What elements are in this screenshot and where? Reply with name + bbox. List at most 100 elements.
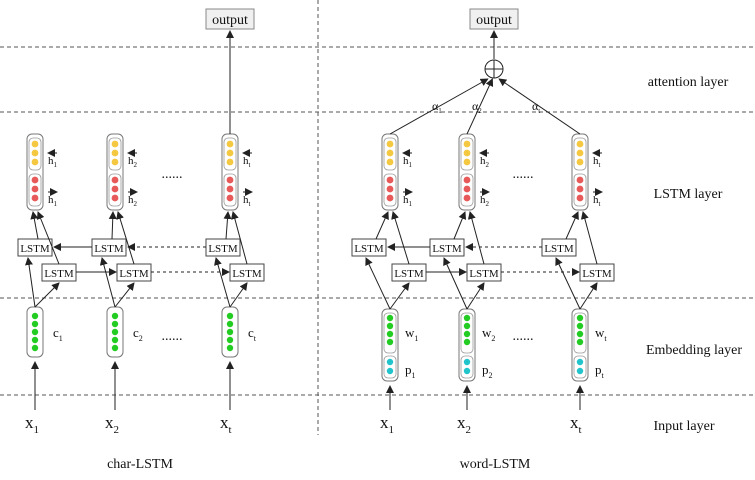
- char-col-1-backward-label: h1: [48, 155, 58, 169]
- word-col-1-backward-unit: [386, 149, 394, 157]
- char-col-2-backward-unit: [111, 158, 119, 166]
- char-col-2-forward-unit: [111, 194, 119, 202]
- word-col-3-word-unit: [576, 338, 584, 346]
- char-col-2-backward-unit: [111, 149, 119, 157]
- char-col-1-embedding-unit: [31, 336, 39, 344]
- word-col-3-forward-unit: [576, 194, 584, 202]
- word-col-3-word-label: wt: [595, 325, 607, 343]
- char-col-1-emb-to-forward: [34, 282, 60, 308]
- char-col-3-backward-to-h: [223, 211, 232, 240]
- char-col-2-forward-unit: [111, 176, 119, 184]
- section-label-char-lstm: char-LSTM: [107, 457, 173, 472]
- char-ellipsis-2: ......: [162, 329, 183, 344]
- char-col-2-backward-to-h: [108, 211, 117, 240]
- char-output-label: output: [212, 13, 248, 28]
- word-col-2-pos-unit: [463, 367, 471, 375]
- word-col-1-word-unit: [386, 314, 394, 322]
- char-col-2-embedding-label: c2: [133, 325, 143, 343]
- char-col-1-embedding-unit: [31, 328, 39, 336]
- word-col-1-word-unit: [386, 338, 394, 346]
- char-col-3-forward-unit: [226, 185, 234, 193]
- char-col-2-forward-label: h2: [128, 194, 138, 208]
- word-col-3-backward-unit: [576, 140, 584, 148]
- word-col-2-backward-unit: [463, 149, 471, 157]
- word-col-3-forward-to-h: [580, 211, 598, 265]
- char-col-3-embedding-unit: [226, 312, 234, 320]
- word-col-2-alpha-label: α2: [472, 99, 482, 115]
- word-col-1-word-unit: [386, 330, 394, 338]
- word-col-2-lstm-backward-label: LSTM: [432, 243, 462, 255]
- char-col-1-input-label: x1: [25, 413, 39, 436]
- word-col-2-word-label: w2: [482, 325, 495, 343]
- word-col-3-lstm-backward-label: LSTM: [544, 243, 574, 255]
- word-col-2-backward-to-h: [453, 211, 467, 240]
- word-col-2-attention-arrow: [466, 78, 494, 135]
- layer-label-input: Input layer: [653, 419, 714, 434]
- word-col-1-lstm-backward: [351, 238, 387, 257]
- word-col-2-word-unit: [463, 314, 471, 322]
- char-col-3-lstm-backward-label: LSTM: [208, 243, 238, 255]
- word-col-2-lstm-forward-label: LSTM: [469, 268, 499, 280]
- word-col-1-pos-label: p1: [405, 362, 416, 380]
- char-col-2-backward-unit: [111, 140, 119, 148]
- word-col-3-word-unit: [576, 314, 584, 322]
- char-col-3-embedding-unit: [226, 344, 234, 352]
- word-col-1-forward-label: h1: [403, 194, 413, 208]
- word-col-1-attention-arrow: [389, 78, 489, 135]
- char-col-2-embedding-unit: [111, 312, 119, 320]
- char-col-3-embedding-label: ct: [248, 325, 257, 343]
- char-col-3-forward-unit: [226, 194, 234, 202]
- word-output-box: [469, 8, 519, 30]
- char-output-box: [205, 8, 255, 30]
- word-col-1-forward-unit: [386, 194, 394, 202]
- word-col-1-lstm-forward-label: LSTM: [394, 268, 424, 280]
- word-col-2-forward-unit: [463, 194, 471, 202]
- word-col-3-word-unit: [576, 322, 584, 330]
- char-col-2-emb-to-backward: [99, 257, 116, 308]
- word-col-1-pos-unit: [386, 367, 394, 375]
- word-col-3-forward-label: ht: [593, 194, 601, 208]
- word-col-2-backward-label: h2: [480, 155, 490, 169]
- word-col-3-backward-unit: [576, 149, 584, 157]
- word-col-2-forward-label: h2: [480, 194, 490, 208]
- word-col-1-pos-unit: [386, 358, 394, 366]
- char-col-3-embedding-unit: [226, 328, 234, 336]
- char-col-2-forward-unit: [111, 185, 119, 193]
- char-col-1-embedding-unit: [31, 320, 39, 328]
- word-ellipsis-2: ......: [513, 329, 534, 344]
- word-col-3-lstm-forward-label: LSTM: [582, 268, 612, 280]
- layer-label-attention: attention layer: [648, 75, 729, 90]
- word-col-3-alpha-label: αt: [532, 99, 540, 115]
- char-col-3-emb-to-forward: [229, 282, 248, 308]
- word-col-3-pos-unit: [576, 358, 584, 366]
- char-col-3-embedding-unit: [226, 336, 234, 344]
- char-col-1-embedding-unit: [31, 312, 39, 320]
- word-col-2-word-unit: [463, 338, 471, 346]
- word-col-2-forward-to-h: [467, 211, 485, 265]
- word-col-2-word-unit: [463, 330, 471, 338]
- word-col-1-forward-to-h: [391, 211, 410, 265]
- char-col-3-forward-to-h: [230, 211, 248, 265]
- char-col-2-backward-label: h2: [128, 155, 138, 169]
- word-col-1-input-label: x1: [380, 413, 394, 436]
- word-col-3-emb-to-forward: [579, 282, 598, 310]
- word-col-3-backward-unit: [576, 158, 584, 166]
- char-col-2-emb-to-forward: [114, 282, 135, 308]
- word-col-1-backward-label: h1: [403, 155, 413, 169]
- char-col-3-emb-to-backward: [214, 257, 231, 308]
- word-col-2-emb-to-forward: [466, 282, 485, 310]
- char-col-1-backward-unit: [31, 140, 39, 148]
- word-col-3-attention-arrow: [498, 78, 581, 135]
- char-col-2-embedding-unit: [111, 328, 119, 336]
- word-col-2-backward-unit: [463, 140, 471, 148]
- char-ellipsis-1: ......: [162, 167, 183, 182]
- word-col-2-input-label: x2: [457, 413, 471, 436]
- char-col-1-backward-unit: [31, 158, 39, 166]
- dynamic-layer: h1h1LSTMLSTMc1x1h2h2LSTMLSTMc2x2hthtLSTM…: [17, 30, 615, 436]
- section-label-word-lstm: word-LSTM: [460, 457, 531, 472]
- word-col-1-lstm-backward-label: LSTM: [354, 243, 384, 255]
- word-ellipsis-1: ......: [513, 167, 534, 182]
- word-col-2-pos-label: p2: [482, 362, 493, 380]
- char-col-3-backward-unit: [226, 140, 234, 148]
